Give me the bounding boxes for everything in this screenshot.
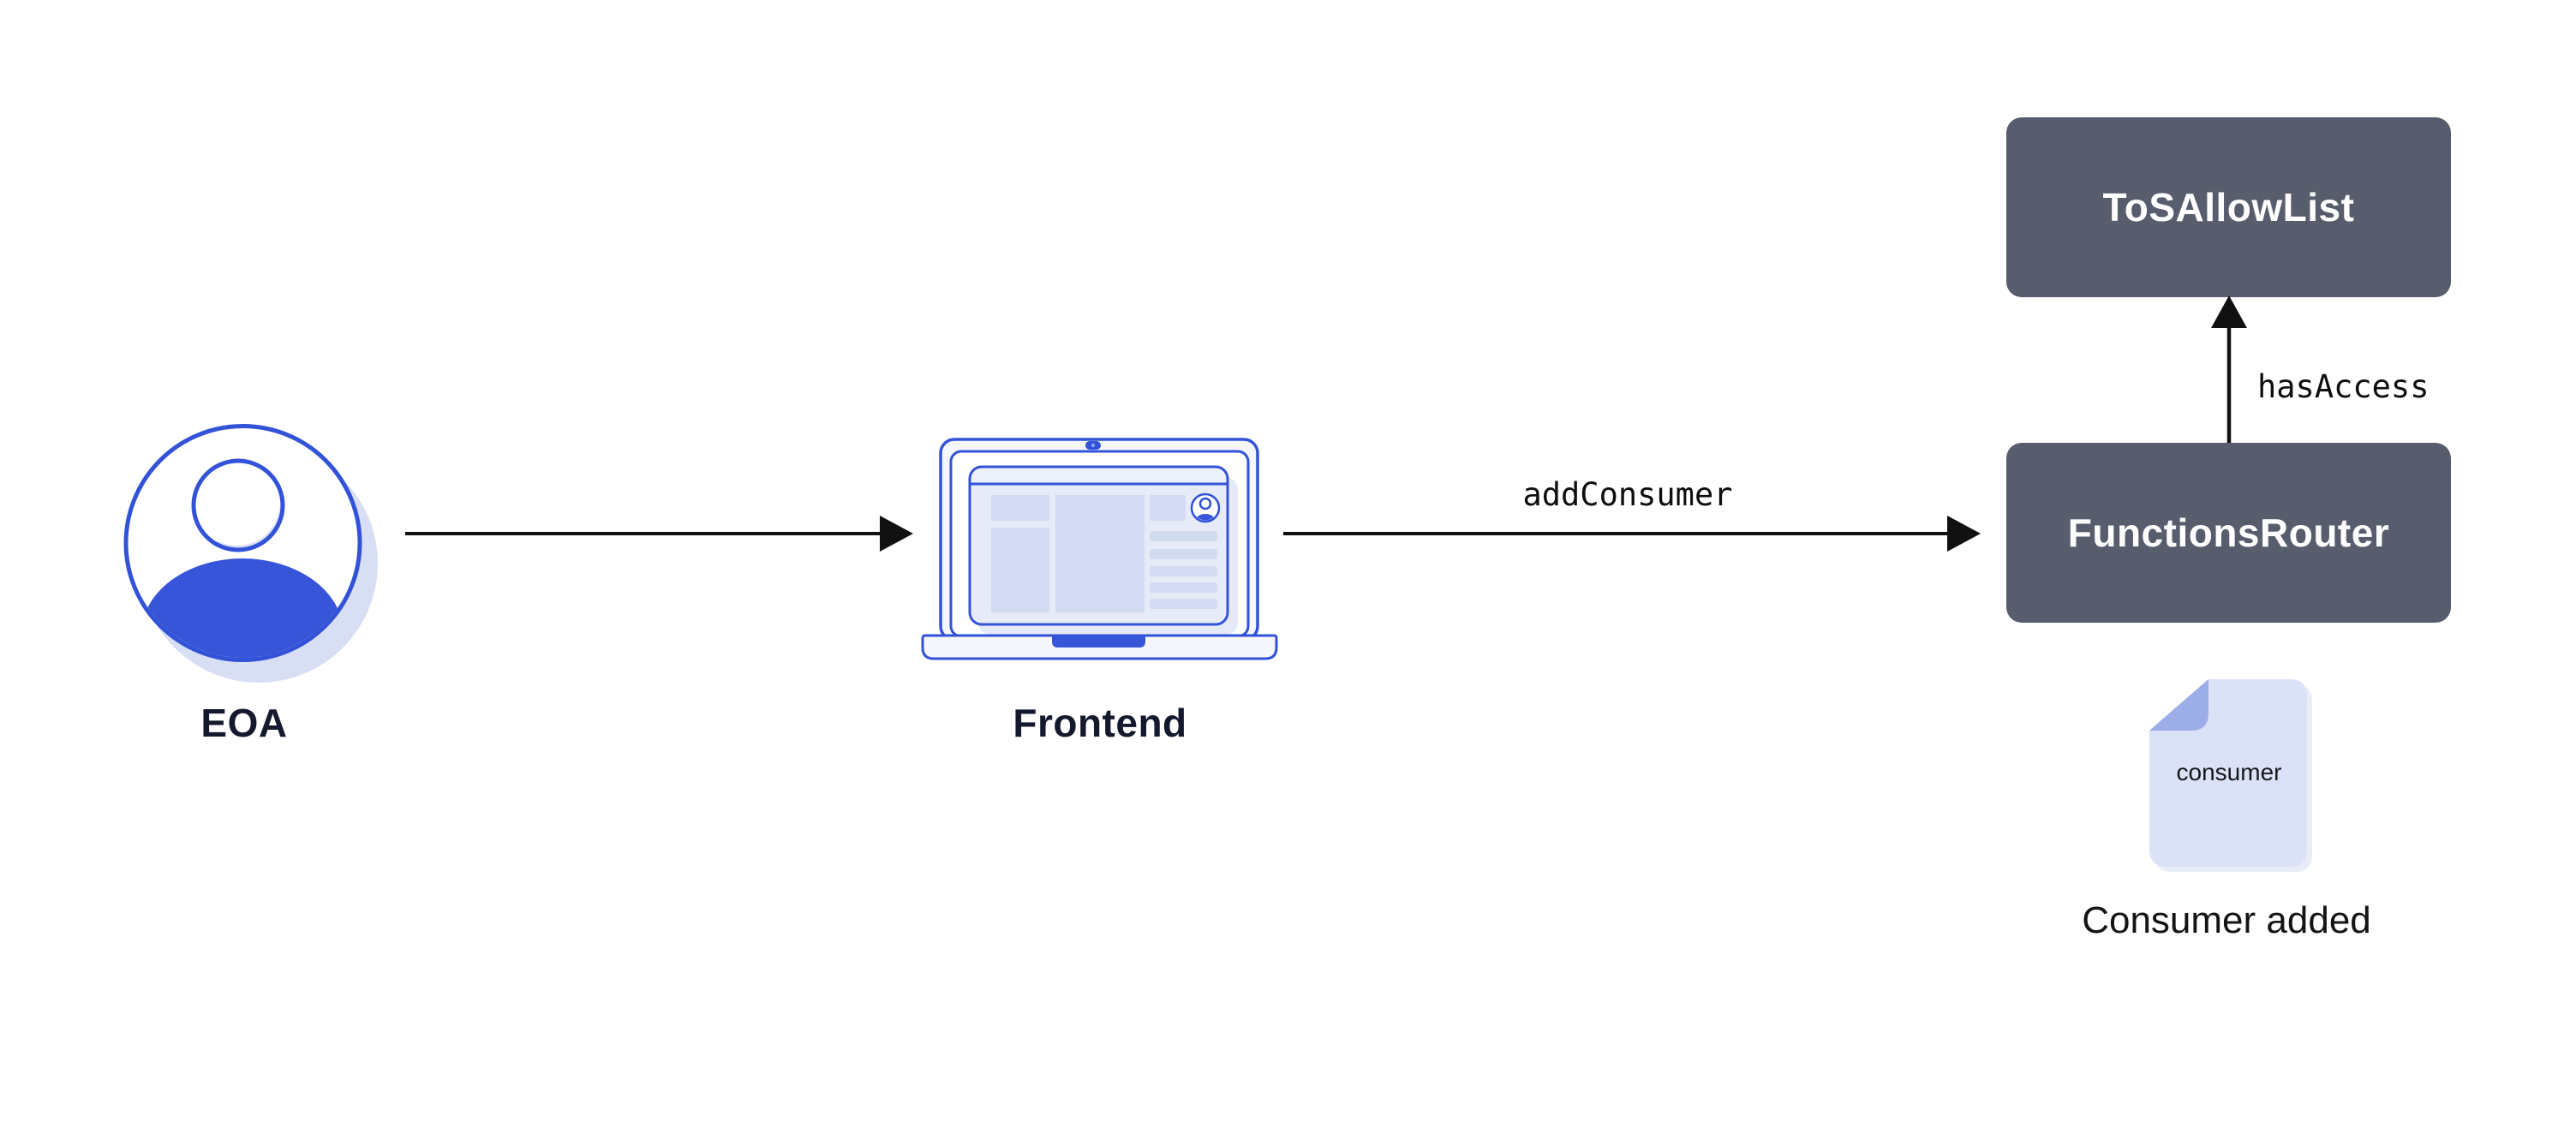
document-folded-corner-icon bbox=[2149, 679, 2312, 872]
arrow-frontend-to-router bbox=[1283, 516, 1981, 552]
consumer-added-caption: Consumer added bbox=[2082, 899, 2371, 941]
edge-label-hasaccess: hasAccess bbox=[2257, 368, 2430, 405]
wireframe-row bbox=[1150, 566, 1217, 576]
wireframe-row bbox=[1150, 549, 1217, 559]
consumer-doc-label: consumer bbox=[2176, 759, 2282, 785]
wireframe-block bbox=[991, 495, 1049, 521]
person-avatar-icon bbox=[123, 424, 378, 683]
node-tosallowlist: ToSAllowList bbox=[2006, 117, 2451, 297]
wireframe-row bbox=[1150, 599, 1217, 609]
eoa-label: EOA bbox=[200, 701, 288, 745]
laptop-browser-icon bbox=[921, 438, 1278, 660]
tosallowlist-label: ToSAllowList bbox=[2102, 185, 2355, 230]
wireframe-block bbox=[1150, 495, 1186, 521]
frontend-label: Frontend bbox=[1013, 701, 1187, 745]
wireframe-block bbox=[991, 528, 1049, 612]
wireframe-row bbox=[1150, 531, 1217, 541]
arrow-router-to-allowlist bbox=[2211, 295, 2247, 444]
wireframe-block bbox=[1055, 495, 1145, 612]
wireframe-row bbox=[1150, 582, 1217, 593]
edge-label-addconsumer: addConsumer bbox=[1522, 476, 1733, 513]
functionsrouter-label: FunctionsRouter bbox=[2067, 510, 2390, 555]
arrow-eoa-to-frontend bbox=[405, 516, 913, 552]
user-avatar-icon bbox=[1190, 492, 1221, 523]
node-functionsrouter: FunctionsRouter bbox=[2006, 443, 2451, 623]
